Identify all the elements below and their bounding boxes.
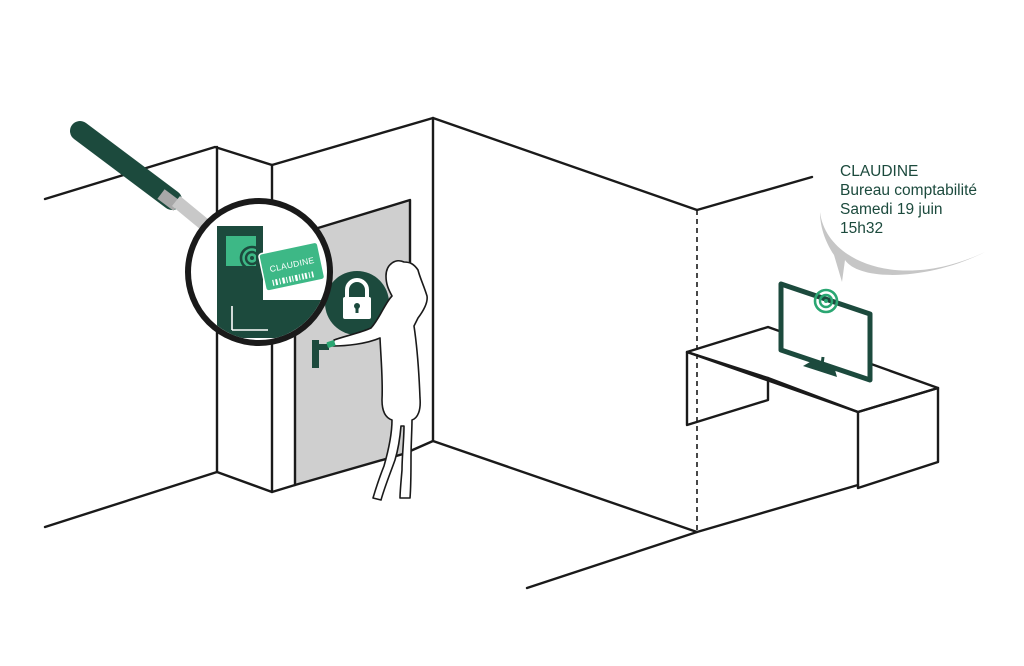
bubble-line-name: CLAUDINE xyxy=(840,163,918,180)
door-lock xyxy=(312,340,329,368)
padlock-icon xyxy=(325,271,389,335)
bubble-line-time: 15h32 xyxy=(840,220,883,237)
bubble-line-date: Samedi 19 juin xyxy=(840,201,943,218)
badge-card: CLAUDINE xyxy=(258,241,326,292)
magnifying-glass-icon: CLAUDINE xyxy=(70,121,333,346)
desk xyxy=(685,325,940,490)
woman-silhouette xyxy=(326,260,428,501)
barcode xyxy=(272,271,315,286)
bubble-line-department: Bureau comptabilité xyxy=(840,182,977,199)
zoomed-reader: CLAUDINE xyxy=(217,226,327,338)
rfid-signal-icon xyxy=(813,288,839,314)
monitor-icon xyxy=(778,281,873,383)
notification-bubble: CLAUDINE Bureau comptabilité Samedi 19 j… xyxy=(820,163,985,282)
